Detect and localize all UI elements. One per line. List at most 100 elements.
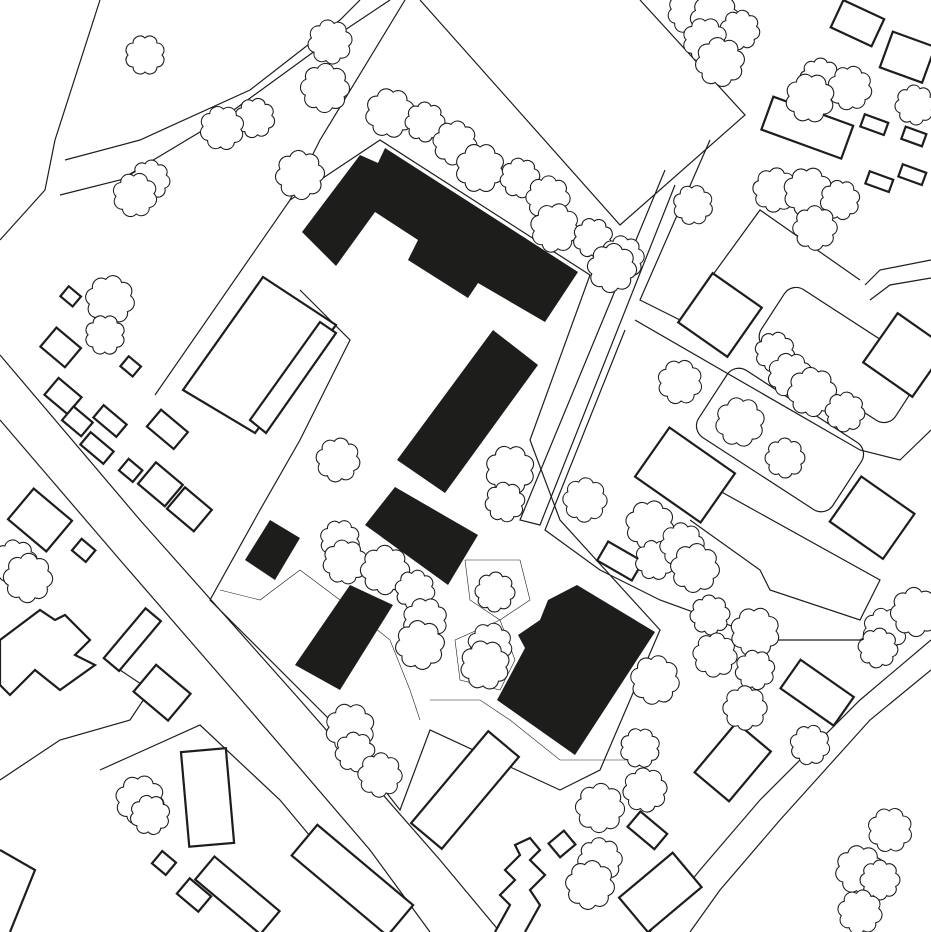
tree-icon <box>715 397 765 447</box>
tree-icon <box>484 481 526 523</box>
curve-road-2 <box>869 277 931 301</box>
tree-icon <box>622 767 668 813</box>
parking-lot <box>689 479 881 621</box>
tree-icon <box>315 437 361 483</box>
tree-icon <box>889 586 931 638</box>
site-path-inner-2 <box>430 699 630 761</box>
building <box>863 169 895 194</box>
tree-icon <box>669 542 721 594</box>
path-east-lane <box>519 169 676 526</box>
tree-icon <box>857 627 899 669</box>
building <box>60 404 95 438</box>
tree-icon <box>395 620 445 670</box>
tree-icon <box>574 782 626 834</box>
tree-icon <box>722 685 768 731</box>
tree-icon <box>859 859 901 901</box>
path-northwest <box>0 0 101 241</box>
building <box>858 112 890 137</box>
tree-icon <box>322 539 368 585</box>
tree-icon <box>460 640 510 690</box>
tree-icon <box>125 35 165 75</box>
building <box>165 485 214 533</box>
site-boundary <box>154 139 661 812</box>
building <box>42 376 84 416</box>
building <box>145 408 190 451</box>
new-building-north <box>302 148 578 322</box>
building <box>595 539 645 583</box>
building-southwest-edge <box>0 849 37 932</box>
building <box>899 125 928 148</box>
tree-icon <box>112 172 158 218</box>
path-southwest <box>0 669 151 781</box>
building <box>829 0 886 48</box>
tree-icon <box>365 88 415 138</box>
tree-icon <box>786 366 838 418</box>
tree-icon <box>694 36 746 88</box>
building <box>117 457 144 484</box>
building <box>409 729 521 851</box>
new-building-center <box>397 330 538 493</box>
building <box>175 876 213 914</box>
building <box>625 809 669 851</box>
tree-icon <box>620 728 660 768</box>
new-building-small <box>245 520 300 580</box>
tree-icon <box>792 205 838 251</box>
tree-icon <box>789 724 831 766</box>
road-east-2 <box>544 329 931 641</box>
new-building-middle <box>365 487 478 585</box>
building <box>633 425 737 525</box>
tree-icon <box>657 359 703 405</box>
building <box>136 460 185 508</box>
tree-icon <box>200 106 244 150</box>
building <box>70 537 97 564</box>
main-road-edge-south <box>0 419 431 932</box>
building <box>132 663 193 723</box>
building <box>78 430 116 466</box>
tree-icon <box>730 607 780 657</box>
tree-icon <box>689 594 731 636</box>
tree-icon <box>764 437 806 479</box>
tree-icon <box>824 391 866 433</box>
new-buildings <box>245 148 655 755</box>
building <box>118 354 143 379</box>
building <box>91 403 129 439</box>
building <box>896 162 928 187</box>
new-building-southwest <box>295 585 393 690</box>
stepped-building <box>494 836 547 932</box>
building <box>193 854 282 932</box>
tree-icon <box>357 752 403 798</box>
tree-icon <box>307 19 353 65</box>
tree-icon <box>565 860 615 910</box>
gym-building <box>181 275 338 435</box>
building <box>547 829 577 859</box>
road-east <box>634 319 931 461</box>
building <box>693 721 773 803</box>
gym-annex <box>248 320 338 435</box>
tree-icon <box>474 571 516 613</box>
tree-icon <box>630 655 680 705</box>
tree-icon <box>274 149 326 201</box>
building <box>878 30 931 85</box>
main-road-edge-north <box>0 354 501 932</box>
tree-icon <box>130 795 170 835</box>
tree-icon <box>625 500 675 550</box>
building <box>58 284 83 309</box>
curve-road <box>864 259 931 286</box>
tree-icon <box>299 62 351 114</box>
building <box>179 746 236 848</box>
tree-icon <box>562 477 608 523</box>
tree-icon <box>734 649 776 691</box>
tree-icon <box>234 97 276 139</box>
building <box>38 325 83 369</box>
building <box>290 823 415 932</box>
tree-icon <box>819 179 861 221</box>
building <box>778 658 856 728</box>
road-southeast-2 <box>689 669 931 932</box>
building <box>861 311 931 399</box>
tree-icon <box>455 143 505 193</box>
path-northwest-3 <box>64 0 361 161</box>
tree-icon <box>837 889 883 932</box>
